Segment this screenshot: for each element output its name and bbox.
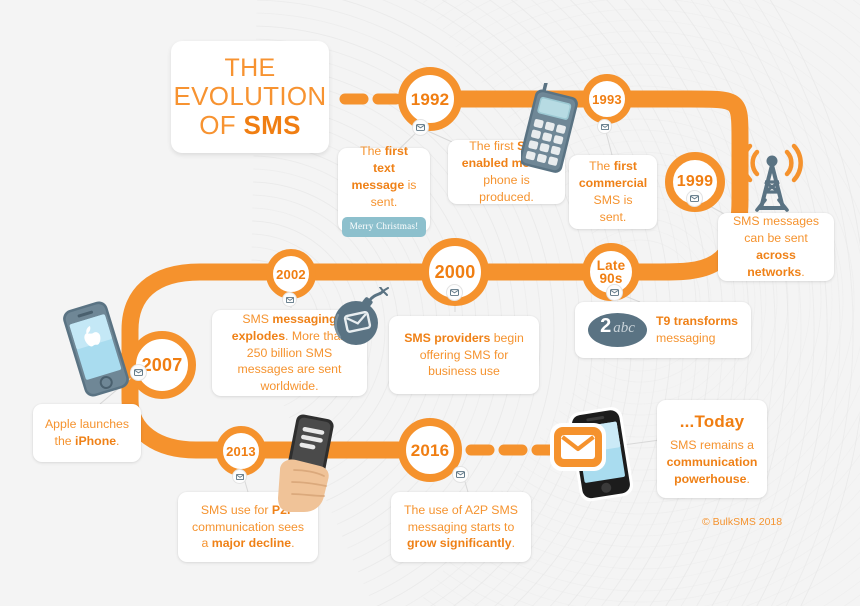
- envelope-icon: [597, 119, 612, 134]
- card-text: The first text message is sent.: [351, 144, 417, 210]
- milestone-label-1999: 1999: [676, 173, 714, 190]
- card-first-text-message: The first text message is sent. Merry Ch…: [338, 144, 430, 237]
- card-first-commercial-sms: The first commercial SMS is sent.: [569, 155, 657, 229]
- envelope-icon: [606, 284, 623, 301]
- timeline-segment-lower: [121, 263, 459, 459]
- card-text: SMS use for P2P communication sees a maj…: [191, 502, 305, 551]
- smartphone-envelope-icon: [550, 407, 634, 502]
- title-line-3: OF SMS: [199, 110, 301, 141]
- card-p2p-decline: SMS use for P2P communication sees a maj…: [178, 492, 318, 562]
- envelope-icon: [686, 190, 703, 207]
- milestone-node-2016[interactable]: 2016: [398, 418, 462, 482]
- card-today: ...Today SMS remains a communication pow…: [657, 400, 767, 498]
- milestone-label-1993: 1993: [592, 91, 622, 107]
- milestone-node-1993[interactable]: 1993: [582, 74, 632, 124]
- card-text: SMS messages can be sent across networks…: [732, 214, 820, 279]
- title-line-1: THE: [224, 53, 276, 82]
- card-across-networks: SMS messages can be sent across networks…: [718, 213, 834, 281]
- milestone-label-2000: 2000: [434, 262, 476, 282]
- milestone-label-2002: 2002: [276, 266, 306, 282]
- card-sms-providers: SMS providers begin offering SMS for bus…: [389, 316, 539, 394]
- card-text: SMS remains a communication powerhouse.: [666, 438, 758, 487]
- card-text: SMS providers begin offering SMS for bus…: [404, 330, 524, 379]
- bomb-envelope-icon: [334, 287, 389, 345]
- envelope-icon: [130, 364, 147, 381]
- milestone-label-2013: 2013: [226, 443, 256, 459]
- t9-key-icon: 2 abc: [587, 313, 647, 347]
- card-apple-iphone: Apple launches the iPhone.: [33, 404, 141, 462]
- card-text: The use of A2P SMS messaging starts to g…: [404, 502, 518, 551]
- milestone-node-2013[interactable]: 2013: [216, 426, 266, 476]
- t9-key-letters: abc: [613, 320, 635, 336]
- milestone-node-1992[interactable]: 1992: [398, 67, 462, 131]
- card-text: Apple launches the iPhone.: [44, 417, 130, 448]
- old-mobile-phone-icon: [521, 83, 578, 173]
- envelope-icon: [232, 469, 247, 484]
- envelope-icon: [452, 466, 469, 483]
- milestone-label-1992: 1992: [410, 89, 450, 109]
- hand-holding-phone-icon: [278, 414, 334, 512]
- iphone-apple-icon: [63, 301, 129, 397]
- t9-key-number: 2: [600, 315, 612, 337]
- envelope-icon: [412, 119, 429, 136]
- card-text: The first commercial SMS is sent.: [578, 159, 648, 224]
- page-title: THE EVOLUTION OF SMS: [171, 41, 329, 153]
- copyright-notice: © BulkSMS 2018: [702, 516, 783, 528]
- today-heading: ...Today: [679, 411, 745, 431]
- milestone-label-2016: 2016: [410, 440, 450, 460]
- card-a2p-growth: The use of A2P SMS messaging starts to g…: [391, 492, 531, 562]
- envelope-icon: [282, 292, 297, 307]
- merry-christmas-badge: Merry Christmas!: [341, 217, 427, 237]
- radio-tower-icon: [741, 143, 803, 212]
- milestone-label-2007: 2007: [141, 355, 183, 375]
- title-line-2: EVOLUTION: [173, 80, 327, 111]
- card-text: SMS messaging explodes. More than 250 bi…: [231, 311, 348, 394]
- timeline-segment-upper: [281, 90, 749, 281]
- envelope-icon: [446, 284, 463, 301]
- card-text: T9 transforms messaging: [655, 314, 738, 345]
- card-t9-transforms: 2 abc T9 transforms messaging: [575, 302, 751, 358]
